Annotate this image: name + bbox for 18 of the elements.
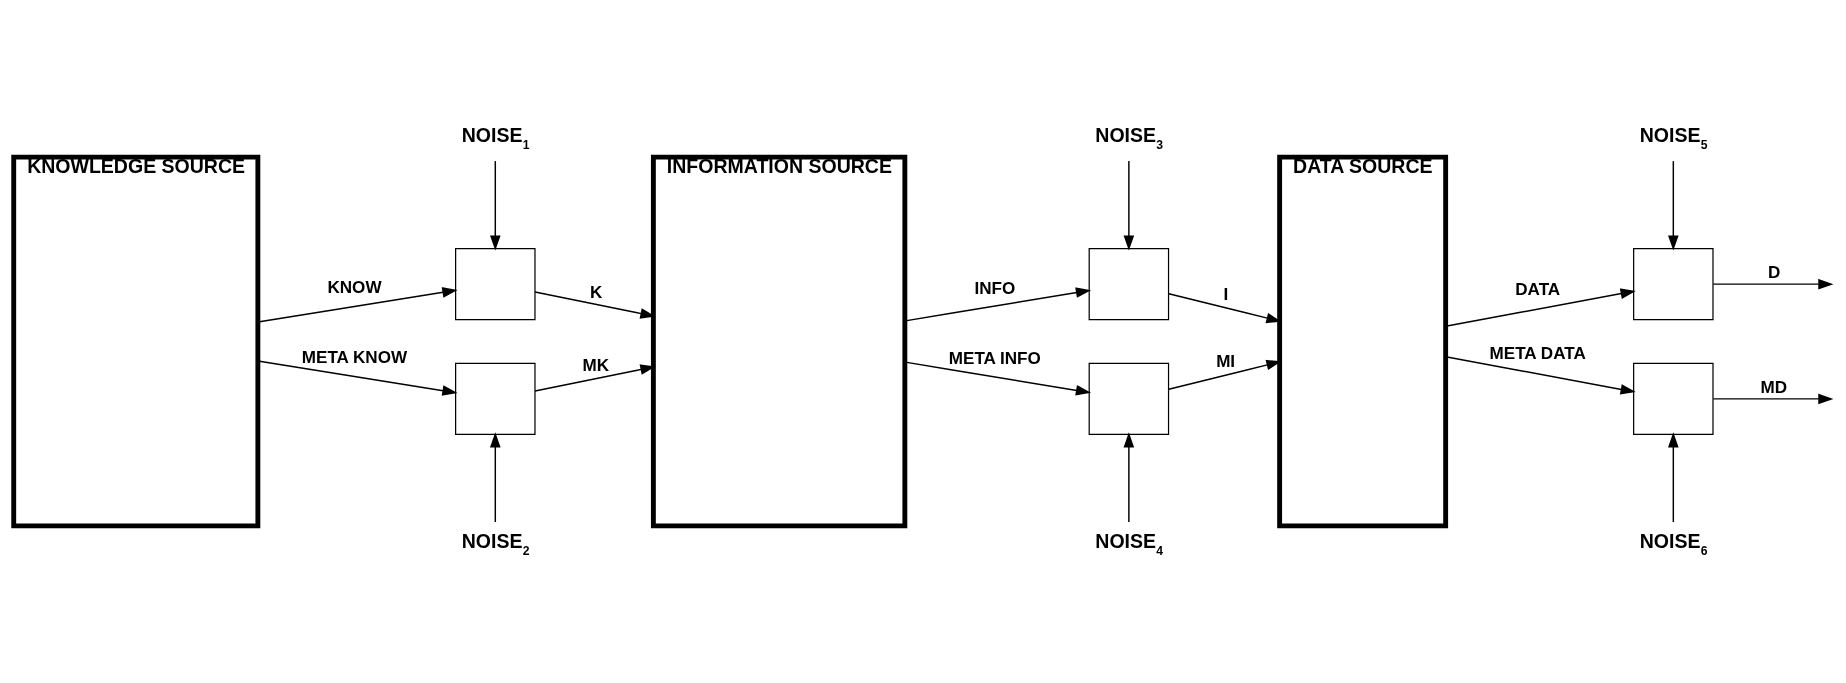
edge-label: META INFO [948, 348, 1041, 368]
edge-label: K [589, 282, 603, 302]
edge-label: I [1223, 285, 1229, 305]
edge-label: MK [582, 356, 610, 376]
node-text: NOISE$_{3}$ [1095, 124, 1164, 153]
edge-label: INFO [974, 279, 1016, 299]
node-text: NOISE$_{2}$ [461, 529, 530, 558]
edge-label: KNOW [327, 277, 382, 297]
edge-label: D [1767, 263, 1781, 283]
node-text: NOISE$_{6}$ [1639, 529, 1708, 558]
edge-label: META KNOW [301, 347, 408, 367]
edge-label: DATA [1515, 280, 1561, 300]
edge-label: MD [1760, 378, 1788, 398]
node-text: NOISE$_{4}$ [1095, 529, 1164, 558]
edge-label: MI [1216, 352, 1236, 372]
node-text: NOISE$_{5}$ [1639, 124, 1708, 153]
node-text: NOISE$_{1}$ [461, 124, 530, 153]
edge-label: META DATA [1489, 343, 1586, 363]
